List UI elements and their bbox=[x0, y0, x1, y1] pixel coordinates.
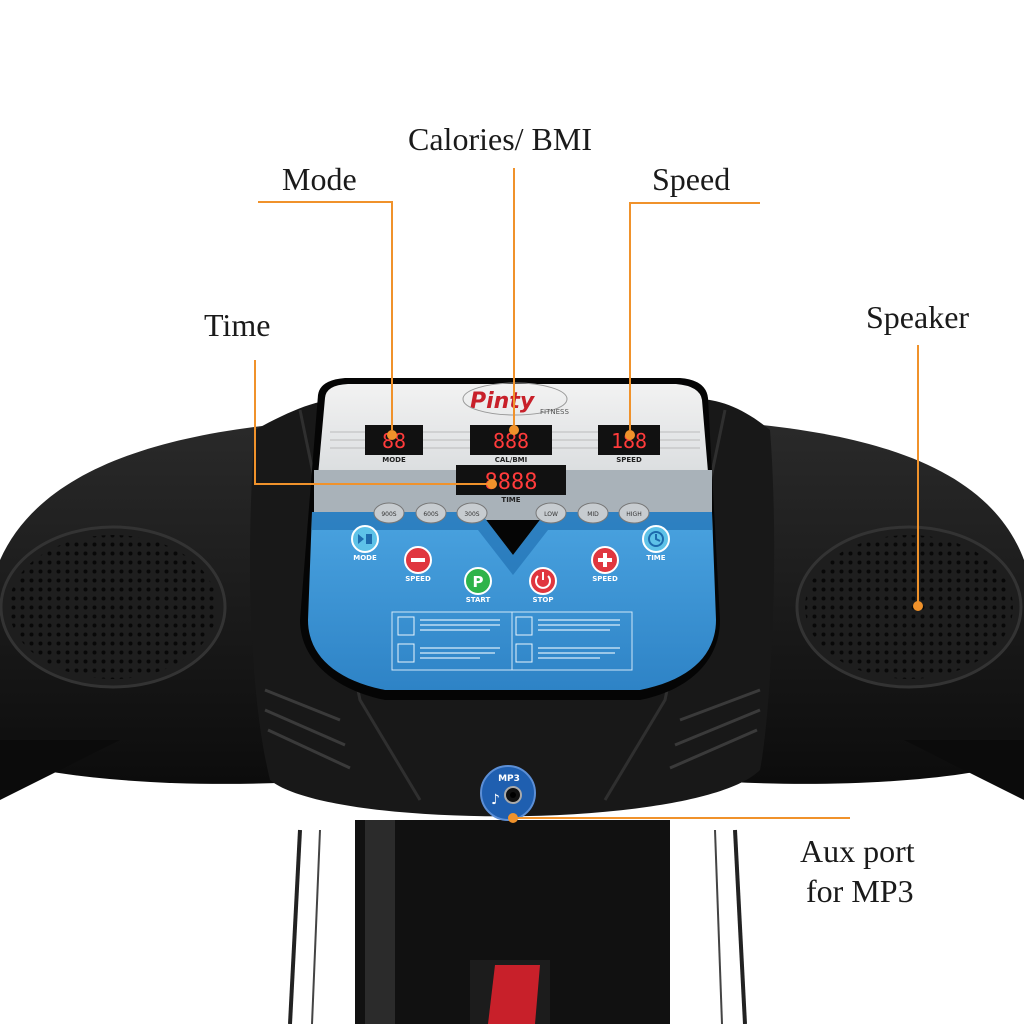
music-note-icon: ♪ bbox=[491, 792, 500, 808]
callout-aux-port-line2: for MP3 bbox=[806, 873, 914, 909]
svg-text:SPEED: SPEED bbox=[405, 575, 431, 583]
speed-up-button[interactable]: SPEED bbox=[591, 546, 619, 583]
svg-text:SPEED: SPEED bbox=[616, 456, 642, 464]
mp3-aux-port[interactable]: MP3 ♪ bbox=[480, 765, 536, 821]
preset-button-high[interactable]: HIGH bbox=[618, 502, 650, 524]
instruction-panel bbox=[391, 611, 633, 671]
brand-subtitle: FITNESS bbox=[540, 408, 569, 416]
svg-text:START: START bbox=[466, 596, 491, 604]
mode-button[interactable]: MODE bbox=[351, 525, 379, 562]
svg-text:LOW: LOW bbox=[544, 511, 558, 518]
mode-display: 88 MODE bbox=[365, 425, 423, 464]
power-icon bbox=[535, 572, 551, 589]
machine-column bbox=[288, 820, 747, 1024]
preset-button-low[interactable]: LOW bbox=[535, 502, 567, 524]
svg-text:TIME: TIME bbox=[646, 554, 665, 562]
preset-buttons: 900S 600S 300S LOW MID HIGH bbox=[373, 502, 650, 524]
cal-bmi-display: 888 CAL/BMI bbox=[470, 425, 552, 464]
right-speaker bbox=[795, 525, 1023, 689]
svg-text:MODE: MODE bbox=[382, 456, 406, 464]
preset-button-600s[interactable]: 600S bbox=[415, 502, 447, 524]
brand-logo: Pinty bbox=[470, 389, 536, 414]
plus-icon bbox=[598, 553, 612, 567]
svg-text:MID: MID bbox=[587, 511, 599, 518]
preset-button-300s[interactable]: 300S bbox=[456, 502, 488, 524]
svg-text:CAL/BMI: CAL/BMI bbox=[495, 456, 527, 464]
callout-speaker: Speaker bbox=[866, 299, 970, 335]
stop-button[interactable]: STOP bbox=[529, 567, 557, 604]
callout-speed: Speed bbox=[652, 161, 731, 197]
left-speaker bbox=[0, 525, 227, 689]
mp3-label: MP3 bbox=[498, 774, 520, 784]
svg-text:TIME: TIME bbox=[501, 496, 520, 504]
p-icon: P bbox=[473, 573, 484, 591]
callout-calories-bmi: Calories/ BMI bbox=[408, 121, 592, 157]
control-console: Pinty FITNESS 88 MODE 888 CAL/BMI 188 SP… bbox=[300, 378, 720, 700]
svg-text:MODE: MODE bbox=[353, 554, 377, 562]
brand-logo-base bbox=[488, 965, 540, 1024]
callout-dots bbox=[387, 425, 923, 823]
preset-button-mid[interactable]: MID bbox=[577, 502, 609, 524]
minus-icon bbox=[411, 558, 425, 562]
svg-text:600S: 600S bbox=[423, 511, 438, 518]
svg-text:900S: 900S bbox=[381, 511, 396, 518]
speed-down-button[interactable]: SPEED bbox=[404, 546, 432, 583]
svg-text:SPEED: SPEED bbox=[592, 575, 618, 583]
svg-text:300S: 300S bbox=[464, 511, 479, 518]
clock-icon bbox=[648, 531, 664, 547]
svg-text:STOP: STOP bbox=[533, 596, 554, 604]
svg-text:HIGH: HIGH bbox=[626, 511, 641, 518]
speed-display: 188 SPEED bbox=[598, 425, 660, 464]
time-button[interactable]: TIME bbox=[642, 525, 670, 562]
start-button[interactable]: P START bbox=[464, 567, 492, 604]
callout-mode: Mode bbox=[282, 161, 357, 197]
preset-button-900s[interactable]: 900S bbox=[373, 502, 405, 524]
play-pause-icon bbox=[358, 534, 372, 544]
callout-aux-port-line1: Aux port bbox=[800, 833, 915, 869]
callout-time: Time bbox=[204, 307, 271, 343]
callout-leaders bbox=[254, 168, 919, 819]
